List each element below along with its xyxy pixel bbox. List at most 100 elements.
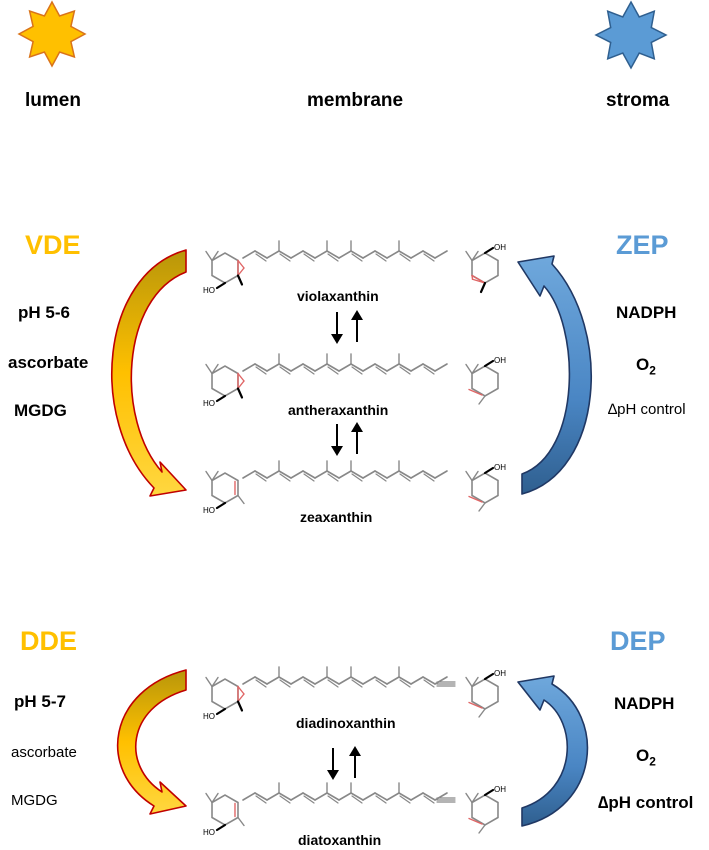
epoxide-bond	[237, 380, 245, 390]
dep-condition-nadph: NADPH	[614, 694, 675, 713]
chain-bond	[302, 792, 316, 801]
chain-bond	[266, 363, 280, 372]
chain-double-bond	[399, 473, 411, 482]
chain-bond	[242, 250, 256, 259]
methyl	[237, 494, 245, 505]
chain-bond	[278, 363, 292, 372]
chain-double-bond	[375, 253, 387, 262]
chain-bond	[362, 470, 376, 479]
chain-bond	[362, 363, 376, 372]
methyl	[211, 470, 219, 482]
chain-bond	[290, 363, 304, 372]
chain-bond	[254, 250, 268, 259]
chain-bond	[434, 470, 448, 479]
chain-bond	[326, 676, 340, 685]
chain-bond	[290, 250, 304, 259]
ring	[211, 678, 239, 710]
chain-bond	[314, 470, 328, 479]
lumen-label: lumen	[25, 90, 81, 111]
chain-bond	[266, 470, 280, 479]
chain-bond	[410, 792, 424, 801]
dep-curved-arrow	[517, 675, 589, 827]
methyl	[471, 250, 479, 262]
chain-double-bond	[303, 366, 315, 375]
chain-bond	[422, 676, 436, 685]
chain-bond	[314, 676, 328, 685]
methyl	[205, 363, 213, 375]
ring-double-bond	[468, 388, 483, 396]
chain-bond	[278, 250, 292, 259]
stroma-star-icon	[594, 0, 668, 70]
chain-bond	[338, 676, 352, 685]
ring	[471, 472, 499, 504]
methyl	[478, 395, 486, 405]
chain-bond	[254, 792, 268, 801]
ring	[471, 794, 499, 826]
diatoxanthin-label: diatoxanthin	[298, 832, 382, 848]
violaxanthin-antheraxanthin-arrows	[331, 310, 363, 344]
epoxide-bond	[237, 259, 245, 269]
chain-bond	[386, 363, 400, 372]
chain-double-bond	[423, 679, 435, 688]
chain-double-bond	[399, 253, 411, 262]
chain-bond	[422, 363, 436, 372]
chain-bond	[314, 363, 328, 372]
antheraxanthin-zeaxanthin-arrows	[331, 422, 363, 456]
diadinoxanthin-diatoxanthin-arrows	[327, 746, 361, 780]
epoxide-bond	[471, 274, 486, 284]
wedge-bond	[483, 672, 495, 681]
chain-double-bond	[375, 366, 387, 375]
chain-double-bond	[255, 253, 267, 262]
oh-label: OH	[494, 785, 506, 794]
dde-condition-mgdg: MGDG	[11, 792, 58, 809]
chain-double-bond	[279, 795, 291, 804]
chain-bond	[362, 792, 376, 801]
zeaxanthin-label: zeaxanthin	[300, 509, 373, 525]
wedge-bond	[215, 501, 227, 510]
chain-bond	[242, 792, 256, 801]
chain-double-bond	[303, 679, 315, 688]
zep-condition-nadph: NADPH	[616, 303, 677, 322]
chain-double-bond	[255, 473, 267, 482]
chain-bond	[314, 250, 328, 259]
chain-double-bond	[375, 473, 387, 482]
zep-label: ZEP	[616, 230, 669, 260]
chain-double-bond	[423, 253, 435, 262]
chain-bond	[422, 792, 436, 801]
chain-bond	[398, 470, 412, 479]
chain-double-bond	[351, 473, 363, 482]
chain-bond	[278, 792, 292, 801]
chain-bond	[410, 250, 424, 259]
zep-condition-oxygen: O2	[636, 355, 656, 378]
vde-condition-ascorbate: ascorbate	[8, 353, 89, 372]
chain-double-bond	[423, 366, 435, 375]
chain-double-bond	[255, 795, 267, 804]
chain-double-bond	[279, 253, 291, 262]
methyl	[465, 363, 473, 375]
methyl	[211, 792, 219, 804]
chain-bond	[386, 470, 400, 479]
chain-bond	[338, 363, 352, 372]
chain-bond	[374, 676, 388, 685]
ho-label: HO	[203, 712, 215, 721]
vde-condition-ph: pH 5-6	[18, 303, 70, 322]
chain-double-bond	[303, 473, 315, 482]
ho-label: HO	[203, 506, 215, 515]
ring	[211, 472, 239, 504]
oh-label: OH	[494, 463, 506, 472]
chain-double-bond	[423, 795, 435, 804]
chain-double-bond	[303, 253, 315, 262]
methyl	[211, 363, 219, 375]
wedge-methyl	[236, 387, 244, 399]
chain-bond	[434, 676, 448, 685]
chain-double-bond	[327, 366, 339, 375]
ring-double-bond	[468, 495, 483, 503]
chain-bond	[398, 250, 412, 259]
chain-double-bond	[279, 473, 291, 482]
wedge-bond	[483, 359, 495, 368]
chain-bond	[422, 250, 436, 259]
